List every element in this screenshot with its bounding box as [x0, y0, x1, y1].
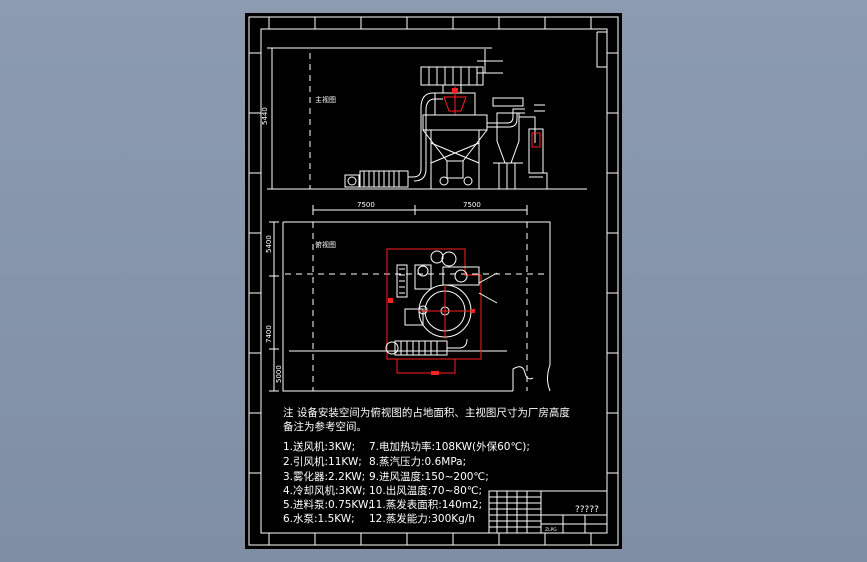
dim-label-left-2: 7400 [265, 325, 273, 343]
note-item: 12.蒸发能力:300Kg/h [369, 512, 475, 525]
note-item: 2.引风机:11KW; [283, 455, 362, 468]
hot-air-duct [408, 92, 443, 178]
top-view: 7500 7500 5400 7400 5000 俯视图 [265, 201, 551, 392]
pump-unit [404, 308, 424, 326]
control-cabinet [396, 264, 408, 298]
front-view-title: 主视图 [315, 95, 336, 104]
top-filter-box [420, 66, 484, 86]
note-item: 1.送风机:3KW; [283, 440, 355, 453]
note-item: 6.水泵:1.5KW; [283, 513, 355, 525]
height-dim-label: 5440 [261, 107, 269, 125]
dim-label-left-3: 5000 [275, 365, 283, 383]
dim-label-top-right: 7500 [463, 201, 481, 209]
title-block-subtitle: ZLPG [545, 527, 557, 533]
top-pipes [477, 49, 503, 74]
fan-unit [344, 174, 360, 188]
fan-top-view [442, 266, 480, 286]
cyclone-top [492, 97, 524, 107]
inner-border [260, 28, 608, 534]
heater-top-view [394, 340, 448, 356]
front-view: 5440 主视图 [261, 47, 587, 190]
drying-chamber [422, 114, 488, 131]
cad-drawing: 5440 主视图 [248, 16, 619, 546]
drawing-sheet: 5440 主视图 [245, 13, 622, 549]
note-item: 4.冷却风机:3KW; [283, 484, 366, 497]
notes-header-line2: 备注为参考空间。 [283, 420, 367, 433]
note-item: 5.进料泵:0.75KW; [283, 498, 372, 511]
dim-label-left-1: 5400 [265, 235, 273, 253]
note-item: 8.蒸汽压力:0.6MPa; [369, 455, 466, 468]
exhaust-fan-column [528, 128, 544, 174]
note-item: 9.进风温度:150~200℃; [369, 470, 489, 483]
note-item: 11.蒸发表面积:140m2; [369, 498, 482, 511]
room-outline [282, 221, 551, 392]
dim-label-top-left: 7500 [357, 201, 375, 209]
note-item: 10.出风温度:70~80℃; [369, 484, 482, 497]
duct-to-cyclone [487, 108, 525, 124]
notes-header-line1: 注 设备安装空间为俯视图的占地面积、主视图尺寸为厂房高度 [283, 406, 570, 419]
title-block-title: ????? [575, 505, 599, 515]
cyclone-top-view [430, 250, 444, 264]
border-ticks [249, 17, 618, 545]
note-item: 7.电加热功率:108KW(外保60℃); [369, 440, 530, 453]
corner-tag [596, 31, 607, 68]
note-item: 3.雾化器:2.2KW; [283, 470, 365, 483]
cyclone [496, 112, 520, 164]
support-legs [430, 130, 480, 189]
notes-block: 注 设备安装空间为俯视图的占地面积、主视图尺寸为厂房高度 备注为参考空间。 1.… [283, 406, 570, 525]
outer-border [248, 16, 619, 546]
chamber-cone [422, 129, 488, 162]
equipment-footprint [386, 248, 482, 360]
title-block: ????? ZLPG [488, 490, 608, 534]
top-view-title: 俯视图 [315, 240, 336, 249]
